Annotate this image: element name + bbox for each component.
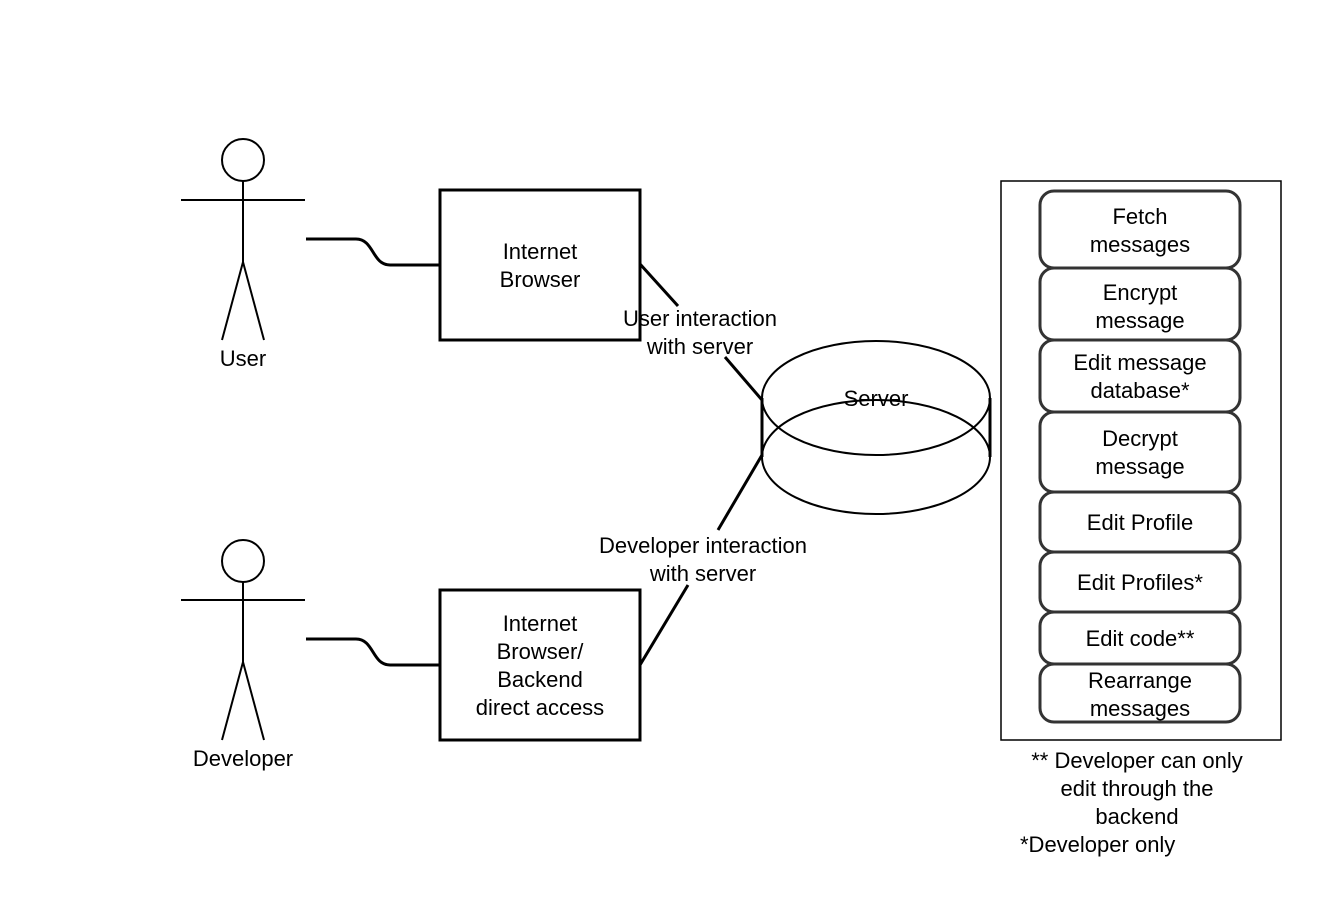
server-label: Server	[844, 386, 909, 411]
backend-note-line-2: edit through the	[1061, 776, 1214, 801]
developer-only-note: *Developer only	[1020, 832, 1175, 857]
use-case-label: Edit message	[1073, 350, 1206, 375]
developer-left-leg	[221, 661, 244, 741]
use-case-label: Encrypt	[1103, 280, 1178, 305]
internet-browser-box: Internet Browser	[438, 188, 642, 342]
backend-access-box: Internet Browser/ Backend direct access	[438, 588, 642, 742]
developer-interaction-label-line-1: Developer interaction	[599, 533, 807, 558]
user-interaction-label-line-1: User interaction	[623, 306, 777, 331]
developer-right-leg	[242, 661, 265, 741]
backend-access-label-line-4: direct access	[476, 695, 604, 720]
developer-to-backend-connector	[306, 637, 440, 667]
use-case-encrypt-message: Encrypt message	[1038, 266, 1242, 342]
use-case-label: message	[1095, 308, 1184, 333]
developer-server-edge: Developer interaction with server	[599, 454, 807, 666]
use-case-edit-profiles: Edit Profiles*	[1038, 550, 1242, 614]
use-case-panel	[1000, 180, 1282, 741]
internet-browser-label-line-2: Browser	[500, 267, 581, 292]
use-case-label: Decrypt	[1102, 426, 1178, 451]
developer-head	[221, 539, 265, 583]
use-case-label: Edit Profile	[1087, 510, 1193, 535]
use-case-rearrange-messages: Rearrange messages	[1038, 662, 1242, 724]
developer-interaction-label-line-2: with server	[649, 561, 756, 586]
backend-note-line-1: ** Developer can only	[1031, 748, 1243, 773]
backend-access-label-line-3: Backend	[497, 667, 583, 692]
use-case-label: Edit Profiles*	[1077, 570, 1203, 595]
use-case-fetch-messages: Fetch messages	[1038, 189, 1242, 270]
use-case-label: messages	[1090, 696, 1190, 721]
use-case-edit-message-database: Edit message database*	[1038, 338, 1242, 414]
backend-access-label-line-2: Browser/	[497, 639, 585, 664]
legend-notes: ** Developer can only edit through the b…	[1020, 748, 1243, 857]
backend-access-label-line-1: Internet	[503, 611, 578, 636]
user-right-leg	[242, 261, 265, 341]
user-label: User	[220, 346, 266, 371]
user-interaction-label-line-2: with server	[646, 334, 753, 359]
use-case-edit-profile: Edit Profile	[1038, 490, 1242, 554]
user-server-edge: User interaction with server	[623, 262, 777, 401]
use-case-label: messages	[1090, 232, 1190, 257]
use-case-label: Rearrange	[1088, 668, 1192, 693]
developer-label: Developer	[193, 746, 293, 771]
backend-note-line-3: backend	[1095, 804, 1178, 829]
user-left-leg	[221, 261, 244, 341]
use-case-label: Edit code**	[1086, 626, 1195, 651]
user-to-browser-connector	[306, 237, 440, 267]
use-case-label: Fetch	[1112, 204, 1167, 229]
internet-browser-label-line-1: Internet	[503, 239, 578, 264]
use-case-decrypt-message: Decrypt message	[1038, 410, 1242, 494]
developer-actor: Developer	[181, 539, 305, 771]
user-actor: User	[181, 138, 305, 371]
user-head	[221, 138, 265, 182]
server-database: Server	[760, 340, 992, 515]
use-case-label: message	[1095, 454, 1184, 479]
use-case-edit-code: Edit code**	[1038, 610, 1242, 666]
use-case-label: database*	[1090, 378, 1190, 403]
